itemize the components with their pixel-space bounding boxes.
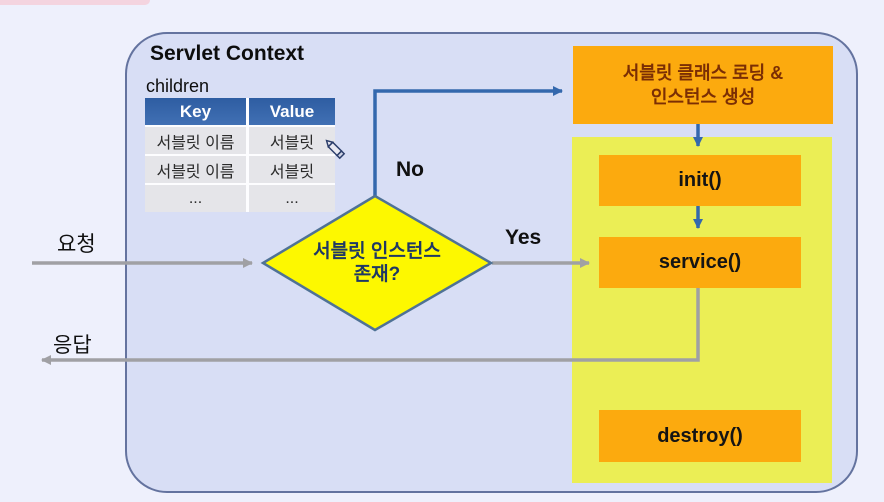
destroy-box: destroy() (599, 410, 801, 462)
request-label: 요청 (57, 233, 96, 256)
service-box: service() (599, 237, 801, 288)
diamond-line2: 존재? (353, 264, 401, 285)
children-label: children (146, 76, 210, 96)
loading-box-line1: 서블릿 클래스 로딩 & (622, 63, 784, 83)
children-table: Key Value 서블릿 이름 서블릿 서블릿 이름 서블릿 ... ... (145, 98, 335, 212)
loading-instantiation-box: 서블릿 클래스 로딩 & 인스턴스 생성 (573, 46, 833, 124)
decision-diamond-text: 서블릿 인스턴스 존재? (277, 240, 477, 286)
table-cell: 서블릿 이름 (145, 156, 246, 183)
table-cell: 서블릿 이름 (145, 127, 246, 154)
response-label: 응답 (53, 334, 92, 357)
page-title: Servlet Context (150, 42, 305, 65)
table-cell: 서블릿 (249, 127, 335, 154)
top-edge-artifact (0, 0, 150, 5)
no-label: No (396, 158, 424, 181)
table-cell: ... (145, 185, 246, 212)
table-header-key: Key (145, 98, 246, 125)
loading-box-line2: 인스턴스 생성 (650, 87, 756, 107)
table-header-value: Value (249, 98, 335, 125)
table-cell: ... (249, 185, 335, 212)
init-box: init() (599, 155, 801, 206)
diamond-line1: 서블릿 인스턴스 (313, 241, 441, 262)
pencil-cursor-icon (325, 139, 346, 160)
table-cell: 서블릿 (249, 156, 335, 183)
yes-label: Yes (505, 226, 542, 249)
